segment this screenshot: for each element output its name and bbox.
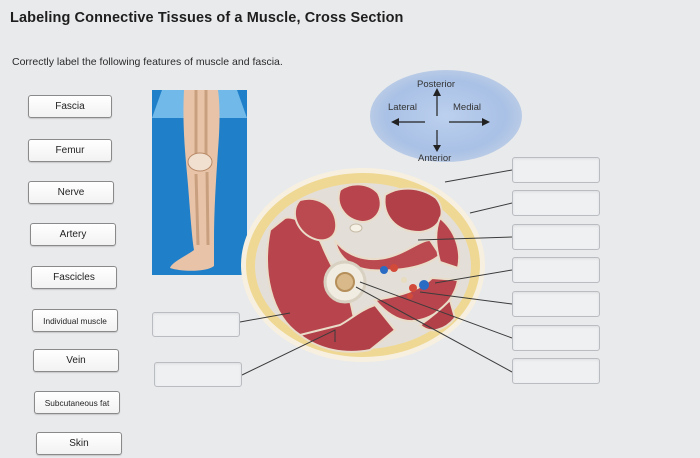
drop-target-right-4[interactable] [512,257,600,283]
label-chip-subcutaneous-fat[interactable]: Subcutaneous fat [34,391,120,414]
instructions: Correctly label the following features o… [12,56,283,68]
drop-target-right-2[interactable] [512,190,600,216]
lateral-label: Lateral [388,102,418,113]
drop-target-right-5[interactable] [512,291,600,317]
label-chip-femur[interactable]: Femur [28,139,112,162]
compass-arrows [391,88,490,152]
label-chip-artery[interactable]: Artery [30,223,116,246]
label-chip-skin[interactable]: Skin [36,432,122,455]
arrow-left-icon [391,118,399,126]
leg-illustration [152,90,247,275]
drop-target-right-3[interactable] [512,224,600,250]
medial-label: Medial [453,102,481,113]
vessel-vein [380,266,388,274]
drop-target-left-2[interactable] [154,362,242,387]
drop-target-right-6[interactable] [512,325,600,351]
drop-target-left-1[interactable] [152,312,240,337]
label-chip-vein[interactable]: Vein [33,349,119,372]
anterior-label: Anterior [418,153,452,164]
page-title: Labeling Connective Tissues of a Muscle,… [10,10,404,26]
arrow-right-icon [482,118,490,126]
posterior-label: Posterior [417,79,456,90]
vessel-artery [390,264,398,272]
label-chip-nerve[interactable]: Nerve [28,181,114,204]
label-chip-individual-muscle[interactable]: Individual muscle [32,309,118,332]
label-chip-fascia[interactable]: Fascia [28,95,112,118]
leg-drawing [152,90,247,271]
arrow-up-icon [433,88,441,96]
drop-target-right-1[interactable] [512,157,600,183]
orientation-compass [370,70,522,162]
leader-lines [239,169,513,376]
femur-marrow [335,272,355,292]
drop-target-right-7[interactable] [512,358,600,384]
arrow-down-icon [433,145,441,152]
thigh-cross-section [241,168,485,362]
label-chip-fascicles[interactable]: Fascicles [31,266,117,289]
